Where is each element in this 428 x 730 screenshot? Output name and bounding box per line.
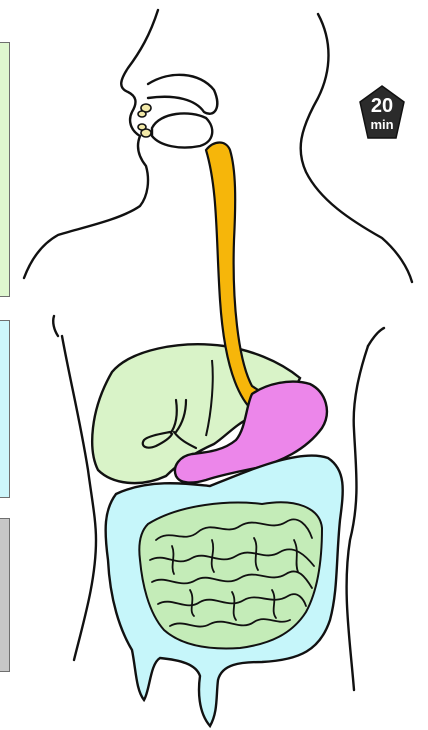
nasal-cavity — [148, 75, 217, 114]
small-intestine — [139, 502, 322, 648]
upper-tooth — [138, 111, 146, 117]
left-torso-outline — [62, 336, 96, 660]
left-shoulder-curve — [53, 316, 58, 336]
badge-unit: min — [358, 118, 406, 131]
time-badge: 20 min — [358, 84, 406, 140]
right-shoulder-curve — [368, 328, 384, 346]
face-outline — [24, 10, 158, 278]
neck-outline — [301, 14, 412, 282]
lower-tooth — [138, 124, 146, 130]
right-torso-outline — [347, 346, 368, 690]
oral-cavity — [152, 113, 212, 147]
badge-value: 20 — [358, 96, 406, 116]
